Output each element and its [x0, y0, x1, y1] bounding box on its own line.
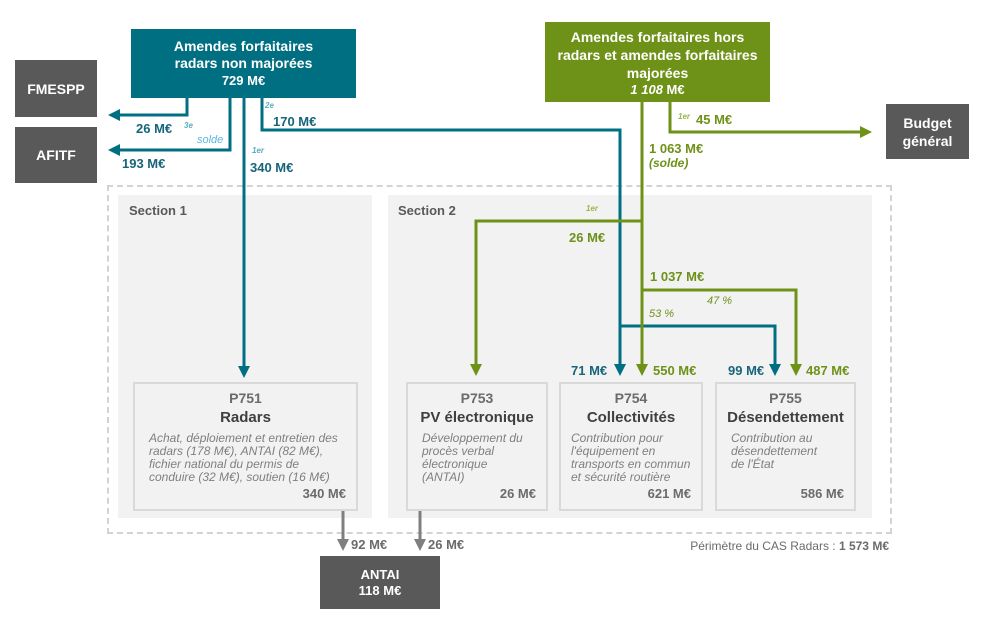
- source-radars-title: Amendes forfaitaires radars non majorées: [173, 38, 314, 71]
- source-hors-radars-box: Amendes forfaitaires hors radars et amen…: [545, 22, 770, 102]
- source-radars-box: Amendes forfaitaires radars non majorées…: [131, 29, 356, 98]
- section-2-label: Section 2: [398, 203, 456, 218]
- source-hors-radars-title: Amendes forfaitaires hors radars et amen…: [557, 28, 758, 81]
- label-solde-amount: 1 063 M€: [649, 141, 704, 156]
- flow-fmespp: [108, 98, 189, 121]
- program-name: PV électronique: [420, 409, 534, 426]
- program-amount: 621 M€: [647, 486, 691, 501]
- flow-p753: [470, 219, 642, 376]
- label-p755-teal: 99 M€: [728, 363, 765, 378]
- program-p751: P751 Radars Achat, déploiement et entret…: [133, 382, 358, 511]
- program-desc: Développement du procès verbal électroni…: [422, 431, 523, 484]
- label-p754-green: 550 M€: [653, 363, 697, 378]
- program-name: Désendettement: [727, 409, 844, 426]
- antai-label: ANTAI: [360, 566, 400, 582]
- label-pct-53: 53 %: [649, 308, 675, 320]
- label-afitf-rank: solde: [197, 134, 224, 146]
- cas-perimeter: [107, 185, 892, 534]
- program-amount: 586 M€: [800, 486, 844, 501]
- dest-fmespp: FMESPP: [15, 60, 97, 117]
- flow-teal-p755: [620, 324, 781, 376]
- program-code: P755: [769, 390, 802, 406]
- label-p755-green: 487 M€: [806, 363, 850, 378]
- flow-afitf: [108, 98, 232, 156]
- program-p753: P753 PV électronique Développement du pr…: [406, 382, 548, 511]
- label-budget-rank: 1er: [678, 112, 691, 121]
- dest-afitf: AFITF: [15, 127, 97, 183]
- label-antai-751: 92 M€: [351, 537, 388, 552]
- budget-label-2: général: [902, 132, 953, 149]
- perimeter-label: Périmètre du CAS Radars : 1 573 M€: [690, 539, 889, 553]
- label-fmespp-rank: 3e: [184, 121, 193, 130]
- program-desc: Contribution pour l'équipement en transp…: [571, 431, 691, 484]
- program-name: Radars: [220, 409, 271, 426]
- flow-budget: [668, 102, 872, 138]
- program-p755: P755 Désendettement Contribution au dése…: [715, 382, 856, 511]
- budget-label-1: Budget: [903, 114, 952, 131]
- label-fmespp-amount: 26 M€: [136, 121, 173, 136]
- label-pct-47: 47 %: [707, 295, 733, 307]
- antai-amount: 118 M€: [358, 582, 402, 598]
- program-amount: 26 M€: [499, 486, 536, 501]
- program-p754: P754 Collectivités Contribution pour l'é…: [559, 382, 703, 511]
- label-antai-753: 26 M€: [428, 537, 465, 552]
- program-code: P753: [460, 390, 494, 406]
- program-code: P754: [614, 390, 648, 406]
- label-p751-amount: 340 M€: [250, 160, 294, 175]
- label-p753-rank: 1er: [586, 204, 599, 213]
- label-p751-rank: 1er: [252, 146, 265, 155]
- label-teal-rank: 2e: [265, 101, 274, 110]
- flow-green-p755: [642, 288, 802, 376]
- perimeter-amount: 1 573 M€: [838, 539, 889, 553]
- program-desc: Contribution au désendettement de l'État: [731, 431, 818, 471]
- dest-afitf-label: AFITF: [36, 147, 76, 163]
- label-solde: (solde): [649, 156, 689, 170]
- section-1-label: Section 1: [129, 203, 187, 218]
- label-split-amount: 1 037 M€: [650, 269, 705, 284]
- perimeter-text: Périmètre du CAS Radars :: [690, 539, 839, 553]
- label-budget-amount: 45 M€: [696, 112, 733, 127]
- flow-teal-p754: [260, 98, 626, 376]
- source-hors-radars-amount: 1 108: [630, 81, 663, 97]
- label-p753-amount: 26 M€: [569, 230, 606, 245]
- program-code: P751: [229, 390, 262, 406]
- label-teal-total: 170 M€: [273, 114, 317, 129]
- source-hors-radars-unit: M€: [662, 81, 685, 97]
- program-name: Collectivités: [586, 409, 676, 426]
- label-p754-teal: 71 M€: [571, 363, 608, 378]
- label-afitf-amount: 193 M€: [122, 156, 166, 171]
- program-desc: Achat, déploiement et entretien des rada…: [149, 431, 338, 484]
- program-amount: 340 M€: [302, 486, 346, 501]
- dest-fmespp-label: FMESPP: [27, 80, 85, 97]
- source-radars-amount: 729 M€: [221, 73, 266, 88]
